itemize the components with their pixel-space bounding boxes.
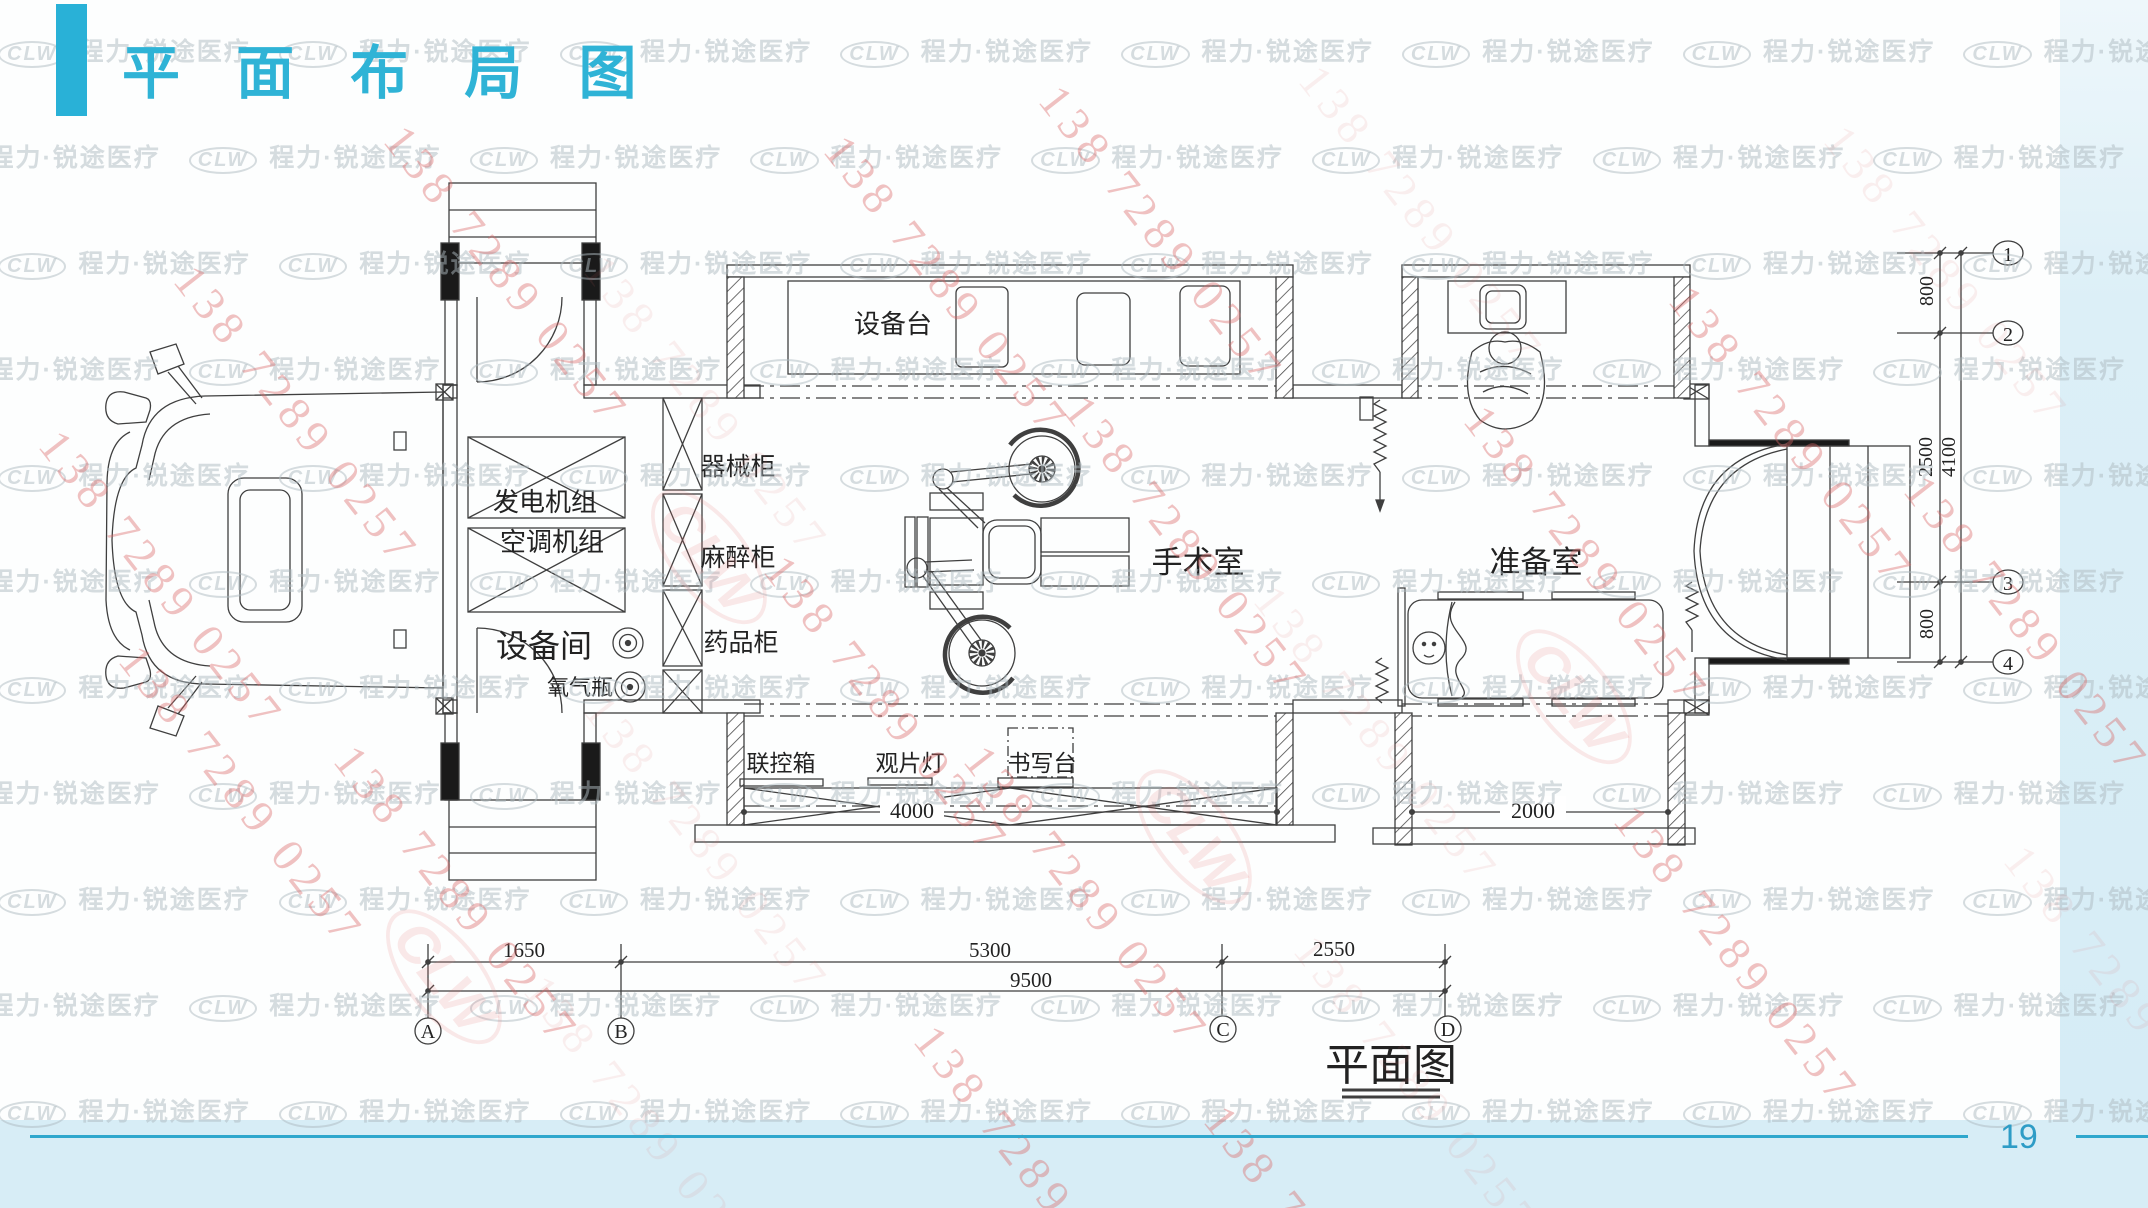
prep-room-bottom-slideout (1372, 712, 1696, 846)
grid-col-a: A (421, 1021, 436, 1043)
patient-bed (1374, 581, 1700, 707)
surgical-light-lower (906, 557, 1016, 695)
label-film-viewer: 观片灯 (876, 751, 945, 776)
grid-bubbles-right (1992, 240, 2024, 675)
operating-room-bottom-slideout (694, 712, 1336, 843)
footer-rule-right (2076, 1135, 2148, 1138)
grid-bubbles-bottom (414, 1015, 1462, 1045)
dim-bottom-3: 2550 (1313, 937, 1355, 961)
right-accent-band (2060, 0, 2148, 1208)
drawing-caption: 平面图 (1325, 1041, 1457, 1090)
slideout-fold-lines (744, 385, 1690, 717)
label-oxygen: 氧气瓶 (547, 675, 613, 700)
dimension-chain-bottom (414, 944, 1462, 1045)
entry-steps-bottom (440, 627, 601, 881)
operating-room-top-slideout (726, 264, 1294, 399)
grid-row-2: 2 (2003, 324, 2013, 346)
dim-bottom-1: 1650 (503, 938, 545, 962)
truck-cab (105, 343, 444, 737)
label-writing-desk: 书写台 (1008, 751, 1077, 776)
dim-slideout-prep: 2000 (1511, 798, 1555, 823)
cabinet-column (662, 397, 703, 714)
grid-col-c: C (1216, 1019, 1229, 1041)
door-swing (476, 296, 563, 383)
dim-bottom-2: 5300 (969, 938, 1011, 962)
label-prep-room: 准备室 (1490, 545, 1583, 580)
label-control-box: 联控箱 (747, 751, 816, 776)
label-operating-room: 手术室 (1152, 545, 1245, 580)
slideout-frame (743, 787, 1278, 826)
label-ac-unit: 空调机组 (500, 528, 604, 557)
title-accent-bar (56, 4, 87, 116)
rear-doors (1693, 443, 1788, 661)
grid-row-3: 3 (2003, 573, 2013, 595)
page-number: 19 (2000, 1118, 2038, 1156)
label-anesthesia-cabinet: 麻醉柜 (700, 544, 775, 572)
grid-row-1: 1 (2003, 244, 2013, 266)
rear-platform (1693, 439, 1911, 665)
label-equipment-room: 设备间 (496, 628, 592, 664)
grid-row-4: 4 (2003, 653, 2013, 675)
operating-table (904, 492, 1130, 610)
dim-2000 (1408, 796, 1672, 820)
surgical-light-upper (932, 427, 1081, 529)
equipment-counter (787, 280, 1241, 375)
oxygen-bottles (612, 627, 646, 703)
vehicle-box-walls (435, 383, 1710, 717)
caption-underline (1342, 1088, 1440, 1099)
bottom-accent-band (0, 1120, 2148, 1208)
patient-head (1412, 631, 1446, 665)
ac-unit-box (467, 527, 626, 613)
label-instrument-cabinet: 器械柜 (700, 453, 775, 481)
label-medicine-cabinet: 药品柜 (703, 629, 778, 657)
dim-4000 (740, 796, 1281, 820)
scrub-sink (1447, 280, 1567, 334)
dim-right-3: 800 (1916, 609, 1938, 639)
dim-right-total: 4100 (1938, 437, 1960, 477)
label-equipment-counter: 设备台 (854, 310, 932, 339)
prep-room-top-slideout (1359, 264, 1691, 513)
dim-right-1: 800 (1916, 276, 1938, 306)
dim-slideout-operating: 4000 (890, 798, 934, 823)
dim-bottom-total: 9500 (1010, 968, 1052, 992)
person-washing (1466, 331, 1546, 430)
page-title: 平 面 布 局 图 (122, 41, 657, 106)
grid-col-b: B (614, 1021, 627, 1043)
dim-right-2: 2500 (1915, 437, 1937, 477)
grid-col-d: D (1441, 1019, 1455, 1041)
equipment-room (467, 397, 703, 714)
generator-box (467, 436, 626, 519)
footer-rule-left (30, 1135, 1968, 1138)
label-generator: 发电机组 (493, 488, 597, 517)
entry-steps-top (440, 182, 601, 386)
